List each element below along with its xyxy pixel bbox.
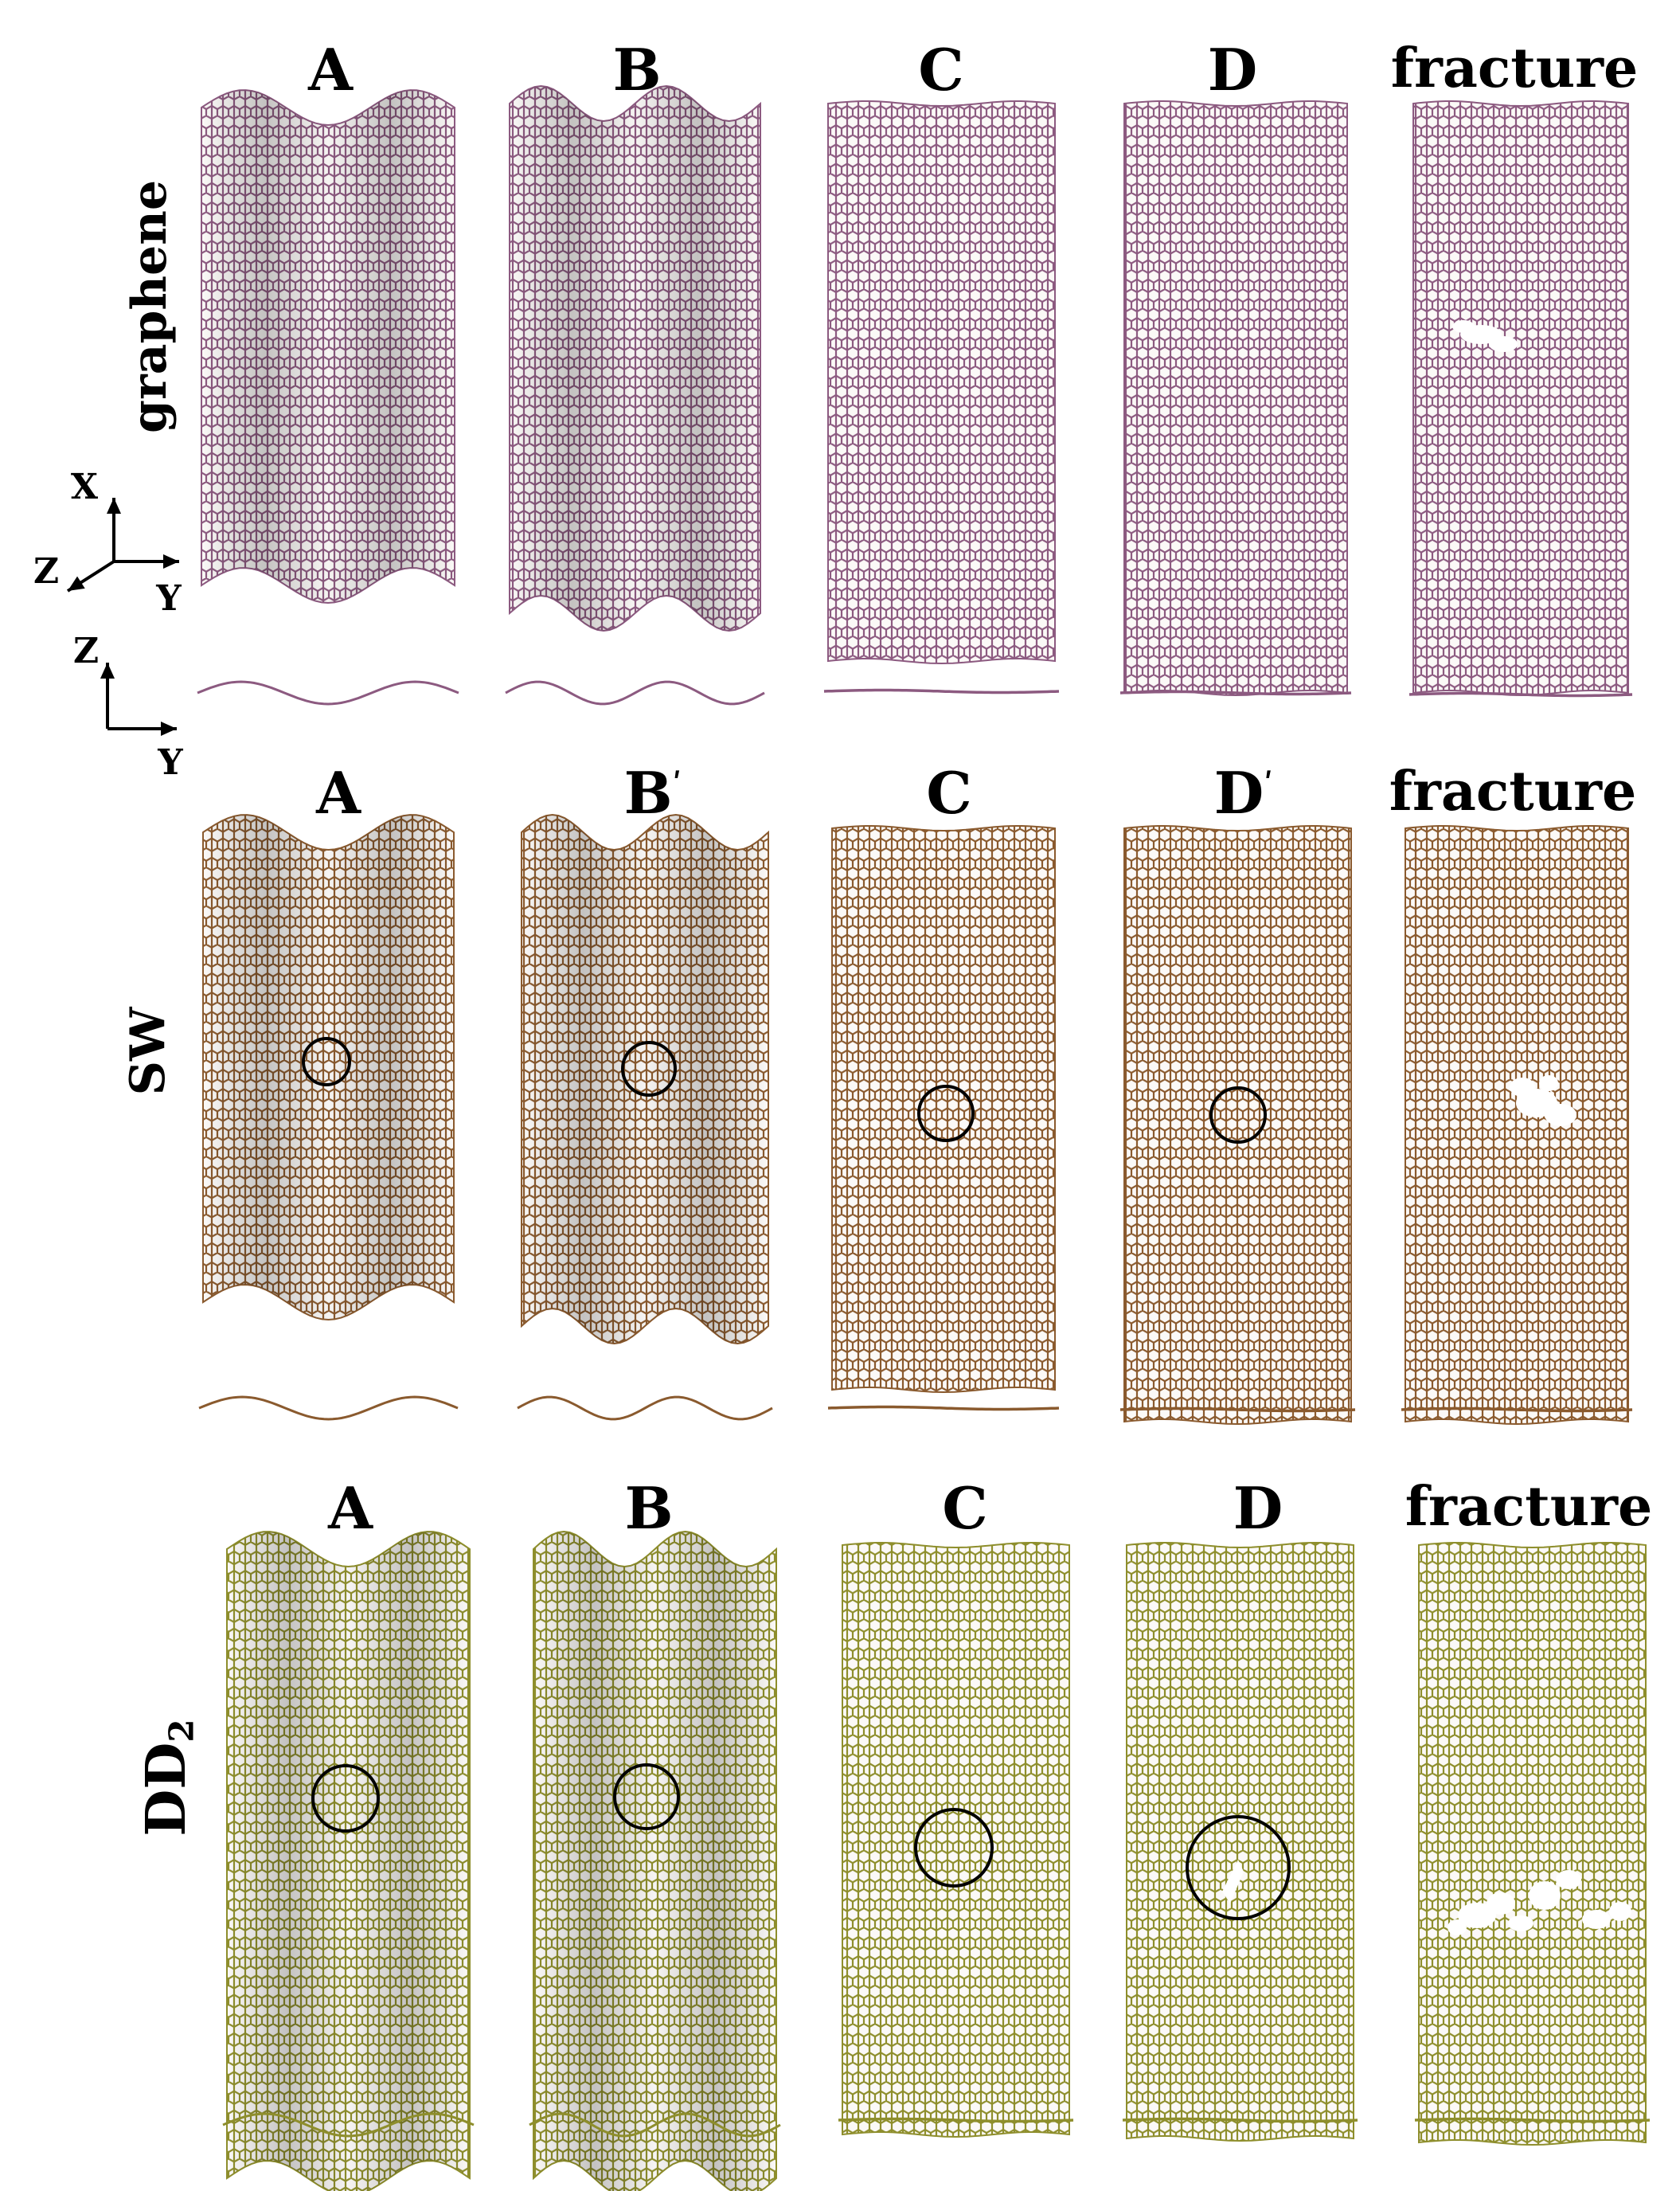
sheet-shading [227, 1532, 470, 2191]
axis-z-arrow-head [68, 576, 85, 591]
defect-circle [1209, 1086, 1267, 1144]
lattice-sheet [1123, 825, 1352, 1426]
lattice-sheet [831, 825, 1056, 1394]
fracture-void [1529, 1881, 1561, 1910]
panel-label: C [926, 759, 972, 827]
row-label-dd2: DD2 [135, 1719, 201, 1837]
side-profile [1401, 1407, 1633, 1413]
fracture-void [1539, 1075, 1558, 1091]
defect-circle [914, 1808, 994, 1888]
fracture-void [1609, 1902, 1631, 1921]
axis-label-x: X [70, 467, 99, 507]
lattice-sheet [1123, 100, 1348, 697]
panel-label: A [308, 36, 353, 104]
side-profile [1414, 2117, 1651, 2123]
axis-y-side-arrow-head [161, 722, 177, 736]
side-profile [1122, 2117, 1358, 2123]
panel-label: Dʹ [1213, 759, 1274, 827]
sheet-shading [510, 86, 760, 631]
axis-y-arrow-head [163, 554, 179, 569]
defect-circle [311, 1764, 380, 1833]
fracture-void [1458, 1903, 1496, 1928]
side-profile [505, 680, 765, 706]
side-profile [529, 2112, 781, 2138]
panel-label: Bʹ [623, 759, 682, 827]
lattice-sheet [1418, 1542, 1647, 2146]
panel-label: C [918, 36, 964, 104]
fracture-void [1508, 1915, 1533, 1931]
lattice-sheet [1405, 825, 1629, 1426]
side-profile [1119, 1407, 1356, 1413]
lattice-sheet [842, 1542, 1070, 2138]
fracture-void [1545, 1104, 1576, 1126]
panel-label: D [1233, 1474, 1283, 1542]
axis-z-side-arrow-head [100, 663, 115, 679]
sheet-shading [201, 90, 455, 604]
panel-label: A [328, 1474, 373, 1542]
crack [1222, 1860, 1244, 1903]
row-label-graphene: graphene [122, 180, 178, 433]
defect-circle [613, 1763, 680, 1830]
defect-circle [1186, 1815, 1291, 1920]
sheet-shading [522, 815, 768, 1344]
side-profile [222, 2112, 475, 2138]
defect-circle [917, 1085, 975, 1142]
side-profile [1408, 691, 1633, 698]
panel-label: B [624, 1474, 674, 1542]
side-profile [827, 1405, 1060, 1411]
lattice-sheet [827, 100, 1056, 665]
fracture-void [1452, 320, 1475, 333]
side-profile [198, 1395, 459, 1421]
lattice-sheet [1412, 100, 1629, 697]
panel-label: C [942, 1474, 988, 1542]
side-profile [823, 688, 1060, 694]
lattice-sheet [1126, 1542, 1354, 2142]
row-label-sw: SW [120, 1007, 176, 1096]
sheet-shading [533, 1532, 776, 2191]
defect-circle [302, 1037, 351, 1086]
sheet-shading [203, 815, 454, 1320]
panel-label: fracture [1389, 760, 1637, 824]
fracture-void [1582, 1910, 1611, 1929]
panel-label: B [612, 36, 662, 104]
panel-label: fracture [1390, 37, 1639, 100]
defect-circle [621, 1041, 677, 1097]
fracture-void [1556, 1870, 1581, 1889]
axis-label-z: Z [33, 551, 60, 592]
fracture-void [1510, 1078, 1535, 1097]
panel-label: fracture [1405, 1475, 1653, 1539]
side-profile [1119, 690, 1352, 696]
side-profile [838, 2117, 1074, 2123]
panel-label: D [1207, 36, 1258, 104]
panel-label: A [316, 759, 361, 827]
side-profile [517, 1395, 773, 1421]
axis-x-arrow-head [107, 498, 121, 514]
fracture-void [1448, 1919, 1467, 1935]
axis-label-y-side: Y [158, 742, 183, 783]
fracture-void [1487, 1892, 1515, 1915]
axis-label-y: Y [156, 578, 182, 619]
axis-label-z-side: Z [72, 631, 100, 671]
fracture-void [1489, 336, 1518, 352]
side-profile [197, 680, 459, 706]
